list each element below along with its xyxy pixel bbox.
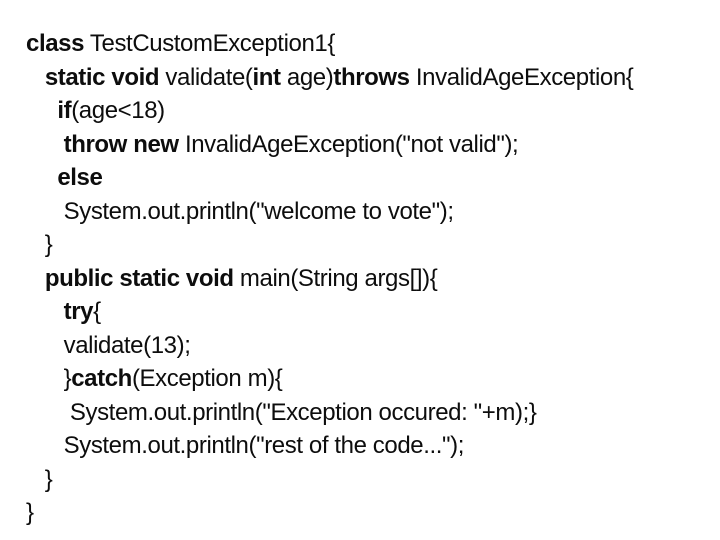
code-line-2: static void validate(int age)throws Inva… [26,61,720,95]
code-text: } [26,365,72,392]
code-keyword: else [57,164,103,191]
code-text [26,298,64,325]
code-line-13: System.out.println("rest of the code..."… [26,429,720,463]
code-text [26,64,45,91]
code-line-5: else [26,161,720,195]
code-line-15: } [26,496,720,530]
code-text [26,97,57,124]
code-keyword: class [26,30,85,57]
code-line-14: } [26,463,720,497]
code-text: System.out.println("Exception occured: "… [26,398,537,426]
code-text [26,131,64,158]
code-text: } [26,499,34,526]
code-text: (Exception m){ [131,365,283,392]
code-keyword: catch [71,365,132,392]
code-line-10: validate(13); [26,329,720,363]
code-keyword: try [63,298,94,325]
code-line-11: }catch(Exception m){ [26,362,720,396]
code-line-7: } [26,228,720,262]
code-text [26,164,57,191]
code-line-9: try{ [26,295,720,329]
code-text: age) [280,63,334,91]
code-text: System.out.println("welcome to vote"); [26,197,454,225]
code-keyword: if [57,97,72,124]
code-keyword: static void [44,63,160,91]
code-line-4: throw new InvalidAgeException("not valid… [26,128,720,162]
code-text: InvalidAgeException("not valid"); [178,130,519,158]
code-text [26,265,45,292]
code-text: (age<18) [71,97,165,124]
code-text: { [93,298,101,325]
code-text: main(String args[]){ [233,264,438,292]
code-text: TestCustomException1{ [84,30,335,57]
code-text: InvalidAgeException{ [409,63,634,91]
code-keyword: int [252,63,282,91]
code-text: System.out.println("rest of the code..."… [26,432,465,459]
code-keyword: public static void [44,264,234,292]
code-text: validate(13); [26,331,191,359]
code-line-12: System.out.println("Exception occured: "… [26,396,720,430]
code-keyword: throw new [63,130,179,158]
code-text: } [26,465,53,493]
code-block: class TestCustomException1{ static void … [26,27,720,530]
code-keyword: throws [333,63,410,91]
code-text: } [26,231,53,258]
code-line-1: class TestCustomException1{ [26,27,720,61]
code-line-3: if(age<18) [26,94,720,128]
code-line-8: public static void main(String args[]){ [26,262,720,296]
code-text: validate( [159,63,253,91]
code-line-6: System.out.println("welcome to vote"); [26,195,720,229]
